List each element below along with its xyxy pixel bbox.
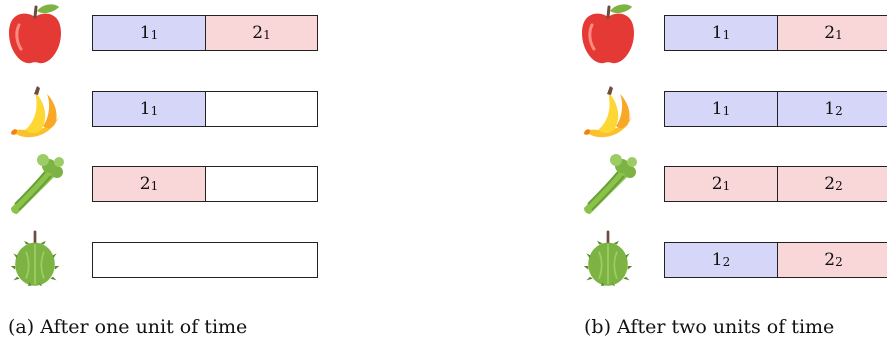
cell-value: 1: [711, 23, 723, 43]
cell-subscript: 1: [722, 179, 731, 193]
cell-value: 2: [711, 174, 723, 194]
cell-value: 1: [824, 99, 836, 119]
cell-subscript: 1: [150, 104, 159, 118]
celery-icon: [578, 152, 638, 216]
durian-icon: [581, 228, 635, 286]
durian-icon: [8, 228, 62, 286]
cell-subscript: 1: [150, 179, 159, 193]
cell-subscript: 1: [263, 28, 271, 42]
queue-bar-empty: [92, 242, 318, 278]
cell-subscript: 2: [835, 255, 843, 269]
caption-a: (a) After one unit of time: [8, 316, 248, 338]
cell-subscript: 1: [835, 28, 843, 42]
red-apple-icon: [578, 3, 638, 67]
queue-cell: [205, 92, 317, 126]
cell-value: 1: [711, 250, 723, 270]
banana-icon: [5, 80, 65, 144]
cell-subscript: 1: [722, 28, 731, 42]
cell-value: 2: [139, 174, 151, 194]
cell-subscript: 2: [722, 255, 731, 269]
celery-icon: [5, 152, 65, 216]
cell-value: 2: [824, 250, 836, 270]
cell-value: 1: [139, 99, 151, 119]
cell-subscript: 2: [835, 104, 843, 118]
cell-value: 1: [139, 23, 151, 43]
red-apple-icon: [5, 3, 65, 67]
cell-value: 2: [824, 174, 836, 194]
cell-value: 2: [824, 23, 836, 43]
cell-subscript: 1: [150, 28, 159, 42]
cell-value: 2: [252, 23, 264, 43]
cell-value: 1: [711, 99, 723, 119]
banana-icon: [578, 80, 638, 144]
queue-cell: [205, 167, 317, 201]
cell-subscript: 1: [722, 104, 731, 118]
cell-subscript: 2: [835, 179, 843, 193]
caption-b: (b) After two units of time: [584, 316, 835, 338]
